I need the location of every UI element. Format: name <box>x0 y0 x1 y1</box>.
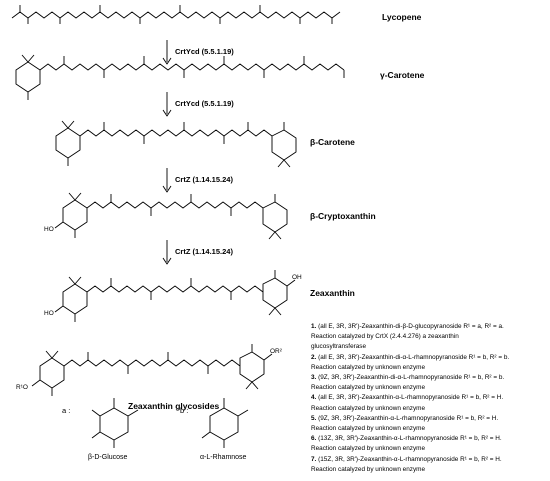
legend-line-5: Reaction catalyzed by unknown enzyme <box>311 363 426 371</box>
substituent-a-label: a : <box>62 406 71 415</box>
legend-line-2: Reaction catalyzed by CrtX (2.4.4.276) a… <box>311 333 459 341</box>
legend-line-11: Reaction catalyzed by unknown enzyme <box>311 425 426 433</box>
legend-line-4: 2. (all E, 3R, 3R')-Zeaxanthin-di-α-L-rh… <box>311 353 510 361</box>
zeaxanthin-structure <box>54 270 296 322</box>
label-beta-cryptoxanthin: β-Cryptoxanthin <box>310 211 376 221</box>
oh-zeaxanthin-left: HO <box>44 310 54 317</box>
substituent-b-label: b : <box>180 406 189 415</box>
glucose-structure <box>91 398 139 448</box>
legend-line-6: 3. (9Z, 3R, 3R')-Zeaxanthin-di-α-L-rhamn… <box>311 374 505 382</box>
r1o-label: R¹O <box>16 384 28 391</box>
label-zeaxanthin: Zeaxanthin <box>310 288 355 298</box>
legend-line-10: 5. (9Z, 3R, 3R')-Zeaxanthin-α-L-rhamnopy… <box>311 414 499 422</box>
enzyme-step-4: CrtZ (1.14.15.24) <box>175 247 233 256</box>
or2-label: OR² <box>270 348 282 355</box>
label-lycopene: Lycopene <box>382 12 422 22</box>
legend-line-14: 7. (15Z, 3R, 3R')-Zeaxanthin-α-L-rhamnop… <box>311 455 502 463</box>
legend-line-13: Reaction catalyzed by unknown enzyme <box>311 445 426 453</box>
legend-line-9: Reaction catalyzed by unknown enzyme <box>311 404 426 412</box>
label-beta-carotene: β-Carotene <box>310 137 355 147</box>
legend-line-12: 6. (13Z, 3R, 3R')-Zeaxanthin-α-L-rhamnop… <box>311 435 502 443</box>
arrow-4 <box>162 240 172 265</box>
enzyme-step-2: CrtYcd (5.5.1.19) <box>175 99 234 108</box>
lycopene-structure <box>11 5 341 24</box>
beta-carotene-structure <box>55 120 297 168</box>
label-gamma-carotene: γ-Carotene <box>380 70 425 80</box>
arrow-2 <box>162 92 172 117</box>
glucose-label: β-D-Glucose <box>88 454 128 461</box>
beta-cryptoxanthin-structure <box>54 192 288 240</box>
legend-line-1: 1. (all E, 3R, 3R')-Zeaxanthin-di-β-D-gl… <box>311 323 504 330</box>
rhamnose-structure <box>201 398 249 448</box>
enzyme-step-1: CrtYcd (5.5.1.19) <box>175 47 234 56</box>
oh-cryptoxanthin: HO <box>44 226 54 233</box>
zeaxanthin-glycosides-structure <box>31 344 273 396</box>
arrow-3 <box>162 168 172 193</box>
legend-line-7: Reaction catalyzed by unknown enzyme <box>311 384 426 392</box>
gamma-carotene-structure <box>15 54 345 100</box>
legend-line-8: 4. (all E, 3R, 3R')-Zeaxanthin-α-L-rhamn… <box>311 394 504 402</box>
arrow-1 <box>162 40 172 65</box>
oh-zeaxanthin-right: OH <box>292 274 302 281</box>
label-zeaxanthin-glycosides: Zeaxanthin glycosides <box>128 401 220 411</box>
glycoside-legend: 1. (all E, 3R, 3R')-Zeaxanthin-di-β-D-gl… <box>311 322 547 475</box>
rhamnose-label: α-L-Rhamnose <box>200 454 247 461</box>
legend-line-3: glucosyltransferase <box>311 343 367 351</box>
enzyme-step-3: CrtZ (1.14.15.24) <box>175 175 233 184</box>
legend-line-15: Reaction catalyzed by unknown enzyme <box>311 465 426 473</box>
